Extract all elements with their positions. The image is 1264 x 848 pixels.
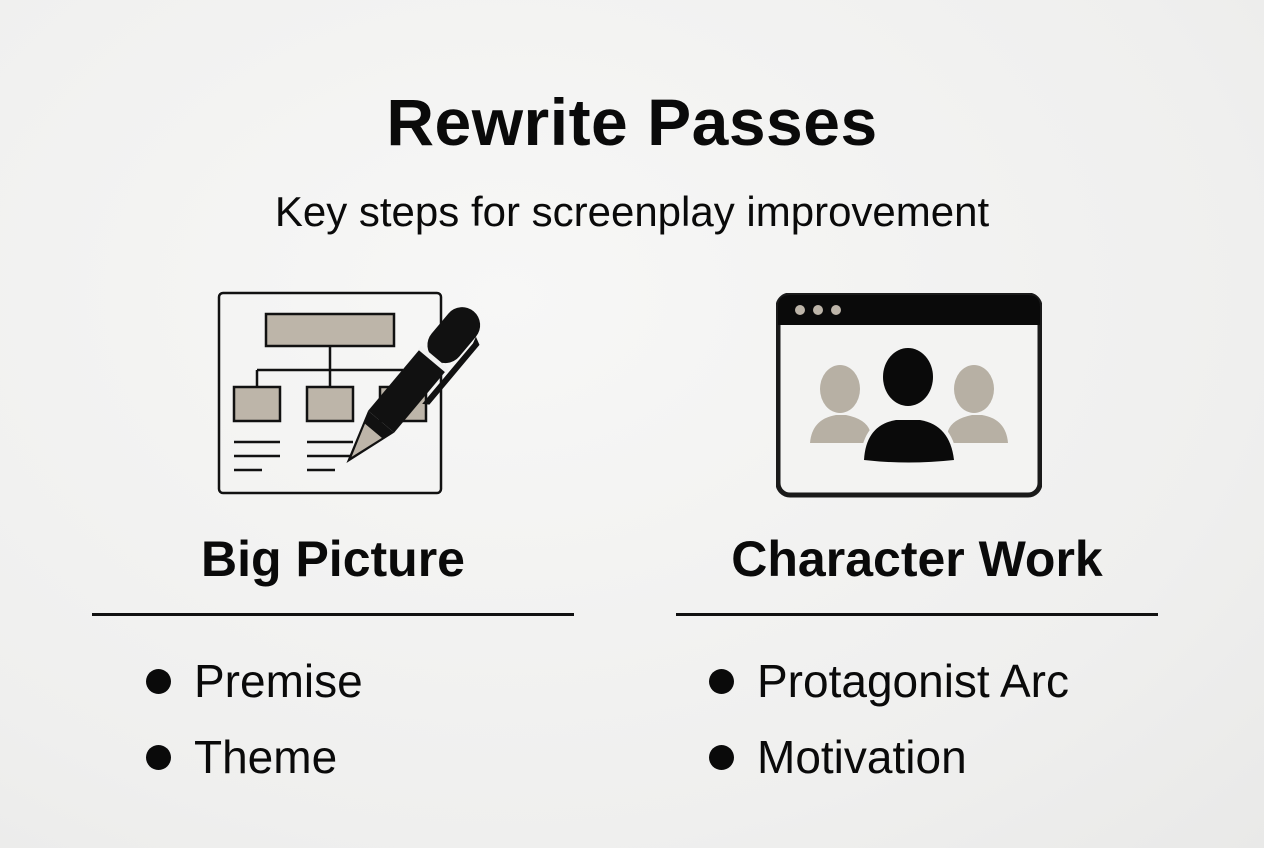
- window-with-people-icon: [776, 293, 1042, 498]
- divider: [92, 613, 574, 616]
- column-title-character-work: Character Work: [731, 531, 1103, 587]
- list-item-label: Theme: [194, 731, 338, 783]
- column-title-big-picture: Big Picture: [201, 531, 465, 587]
- page-title: Rewrite Passes: [386, 85, 878, 159]
- divider: [676, 613, 1158, 616]
- list-item: Premise: [146, 643, 363, 719]
- bullet-icon: [146, 744, 171, 770]
- list-item: Theme: [146, 719, 363, 795]
- list-item: Protagonist Arc: [709, 643, 1069, 719]
- big-picture-list: Premise Theme: [146, 643, 363, 795]
- bullet-icon: [709, 668, 734, 694]
- bullet-icon: [709, 744, 734, 770]
- list-item-label: Protagonist Arc: [757, 655, 1069, 707]
- list-item-label: Motivation: [757, 731, 967, 783]
- outline-structure-with-pen-icon: [217, 291, 481, 495]
- page-subtitle: Key steps for screenplay improvement: [274, 188, 990, 235]
- bullet-icon: [146, 668, 171, 694]
- character-work-list: Protagonist Arc Motivation: [709, 643, 1069, 795]
- list-item: Motivation: [709, 719, 1069, 795]
- list-item-label: Premise: [194, 655, 363, 707]
